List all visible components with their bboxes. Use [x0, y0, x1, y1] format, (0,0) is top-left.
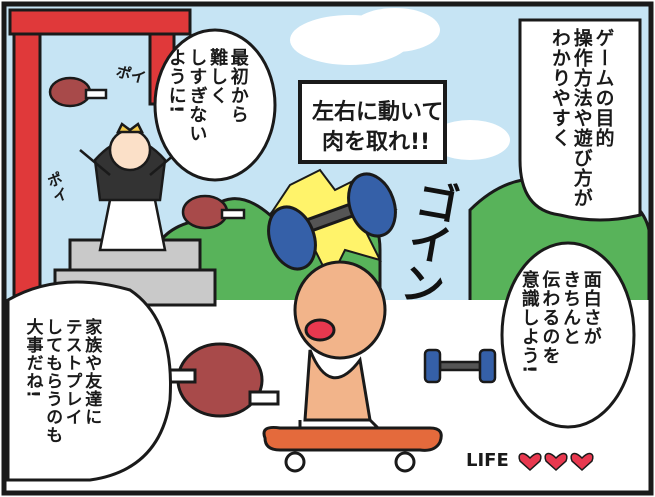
- bottom-right-line-2: きちんと: [560, 270, 582, 346]
- bubble-top-right-text: ゲームの目的 操作方法や遊び方が わかりやすく: [548, 28, 615, 218]
- life-hearts: [518, 452, 594, 472]
- bubble-bottom-left-text: 家族や友達に テストプレイ してもらうのも 大事だね!: [22, 318, 102, 468]
- bubble-top-middle-text: 最初から 難しく しすぎない ように!: [165, 48, 249, 168]
- torii-gate: [8, 8, 192, 306]
- heart-icon: [518, 452, 542, 472]
- heart-icon: [570, 452, 594, 472]
- bubble-top-middle-shape: [153, 28, 277, 182]
- bottom-left-line-3: してもらうのも: [42, 318, 63, 444]
- bottom-left-line-1: 家族や友達に: [81, 318, 102, 426]
- instruction-line-1: 左右に動いて: [312, 100, 444, 125]
- top-middle-line-3: しすぎない: [186, 48, 208, 143]
- meat-flying-mid: [181, 194, 246, 230]
- skateboard: [262, 426, 443, 473]
- bubble-bottom-right-text: 面白さが きちんと 伝わるのを 意識しよう!: [518, 270, 602, 410]
- meat-large: [163, 342, 280, 418]
- instruction-text: 左右に動いて 肉を取れ!!: [312, 98, 443, 158]
- bubble-instruction-shape: [298, 80, 447, 164]
- top-right-line-3: わかりやすく: [548, 28, 571, 148]
- bubble-top-right-shape: [518, 18, 642, 222]
- bottom-right-line-3: 伝わるのを: [539, 270, 561, 365]
- top-middle-line-2: 難しく: [207, 48, 229, 105]
- meat-flying-top: [48, 76, 108, 108]
- bottom-right-line-4: 意識しよう!: [518, 270, 540, 375]
- player-character: [293, 260, 392, 442]
- clouds: [290, 8, 510, 160]
- bottom-left-line-4: 大事だね!: [22, 318, 43, 399]
- bottom-right-line-1: 面白さが: [580, 270, 602, 346]
- top-middle-line-4: ように!: [165, 48, 187, 115]
- bubble-bottom-left-shape: [6, 280, 172, 482]
- top-right-line-1: ゲームの目的: [592, 28, 615, 148]
- dumbbell-small: [423, 348, 497, 384]
- top-right-line-2: 操作方法や遊び方が: [570, 28, 593, 208]
- instruction-line-2: 肉を取れ!!: [322, 130, 431, 155]
- top-middle-line-1: 最初から: [227, 48, 249, 124]
- dumbbell-big: [267, 172, 397, 271]
- heart-icon: [544, 452, 568, 472]
- bottom-left-line-2: テストプレイ: [61, 318, 82, 426]
- bubble-bottom-right-shape: [500, 241, 636, 429]
- hud-life-label: LIFE: [466, 450, 509, 471]
